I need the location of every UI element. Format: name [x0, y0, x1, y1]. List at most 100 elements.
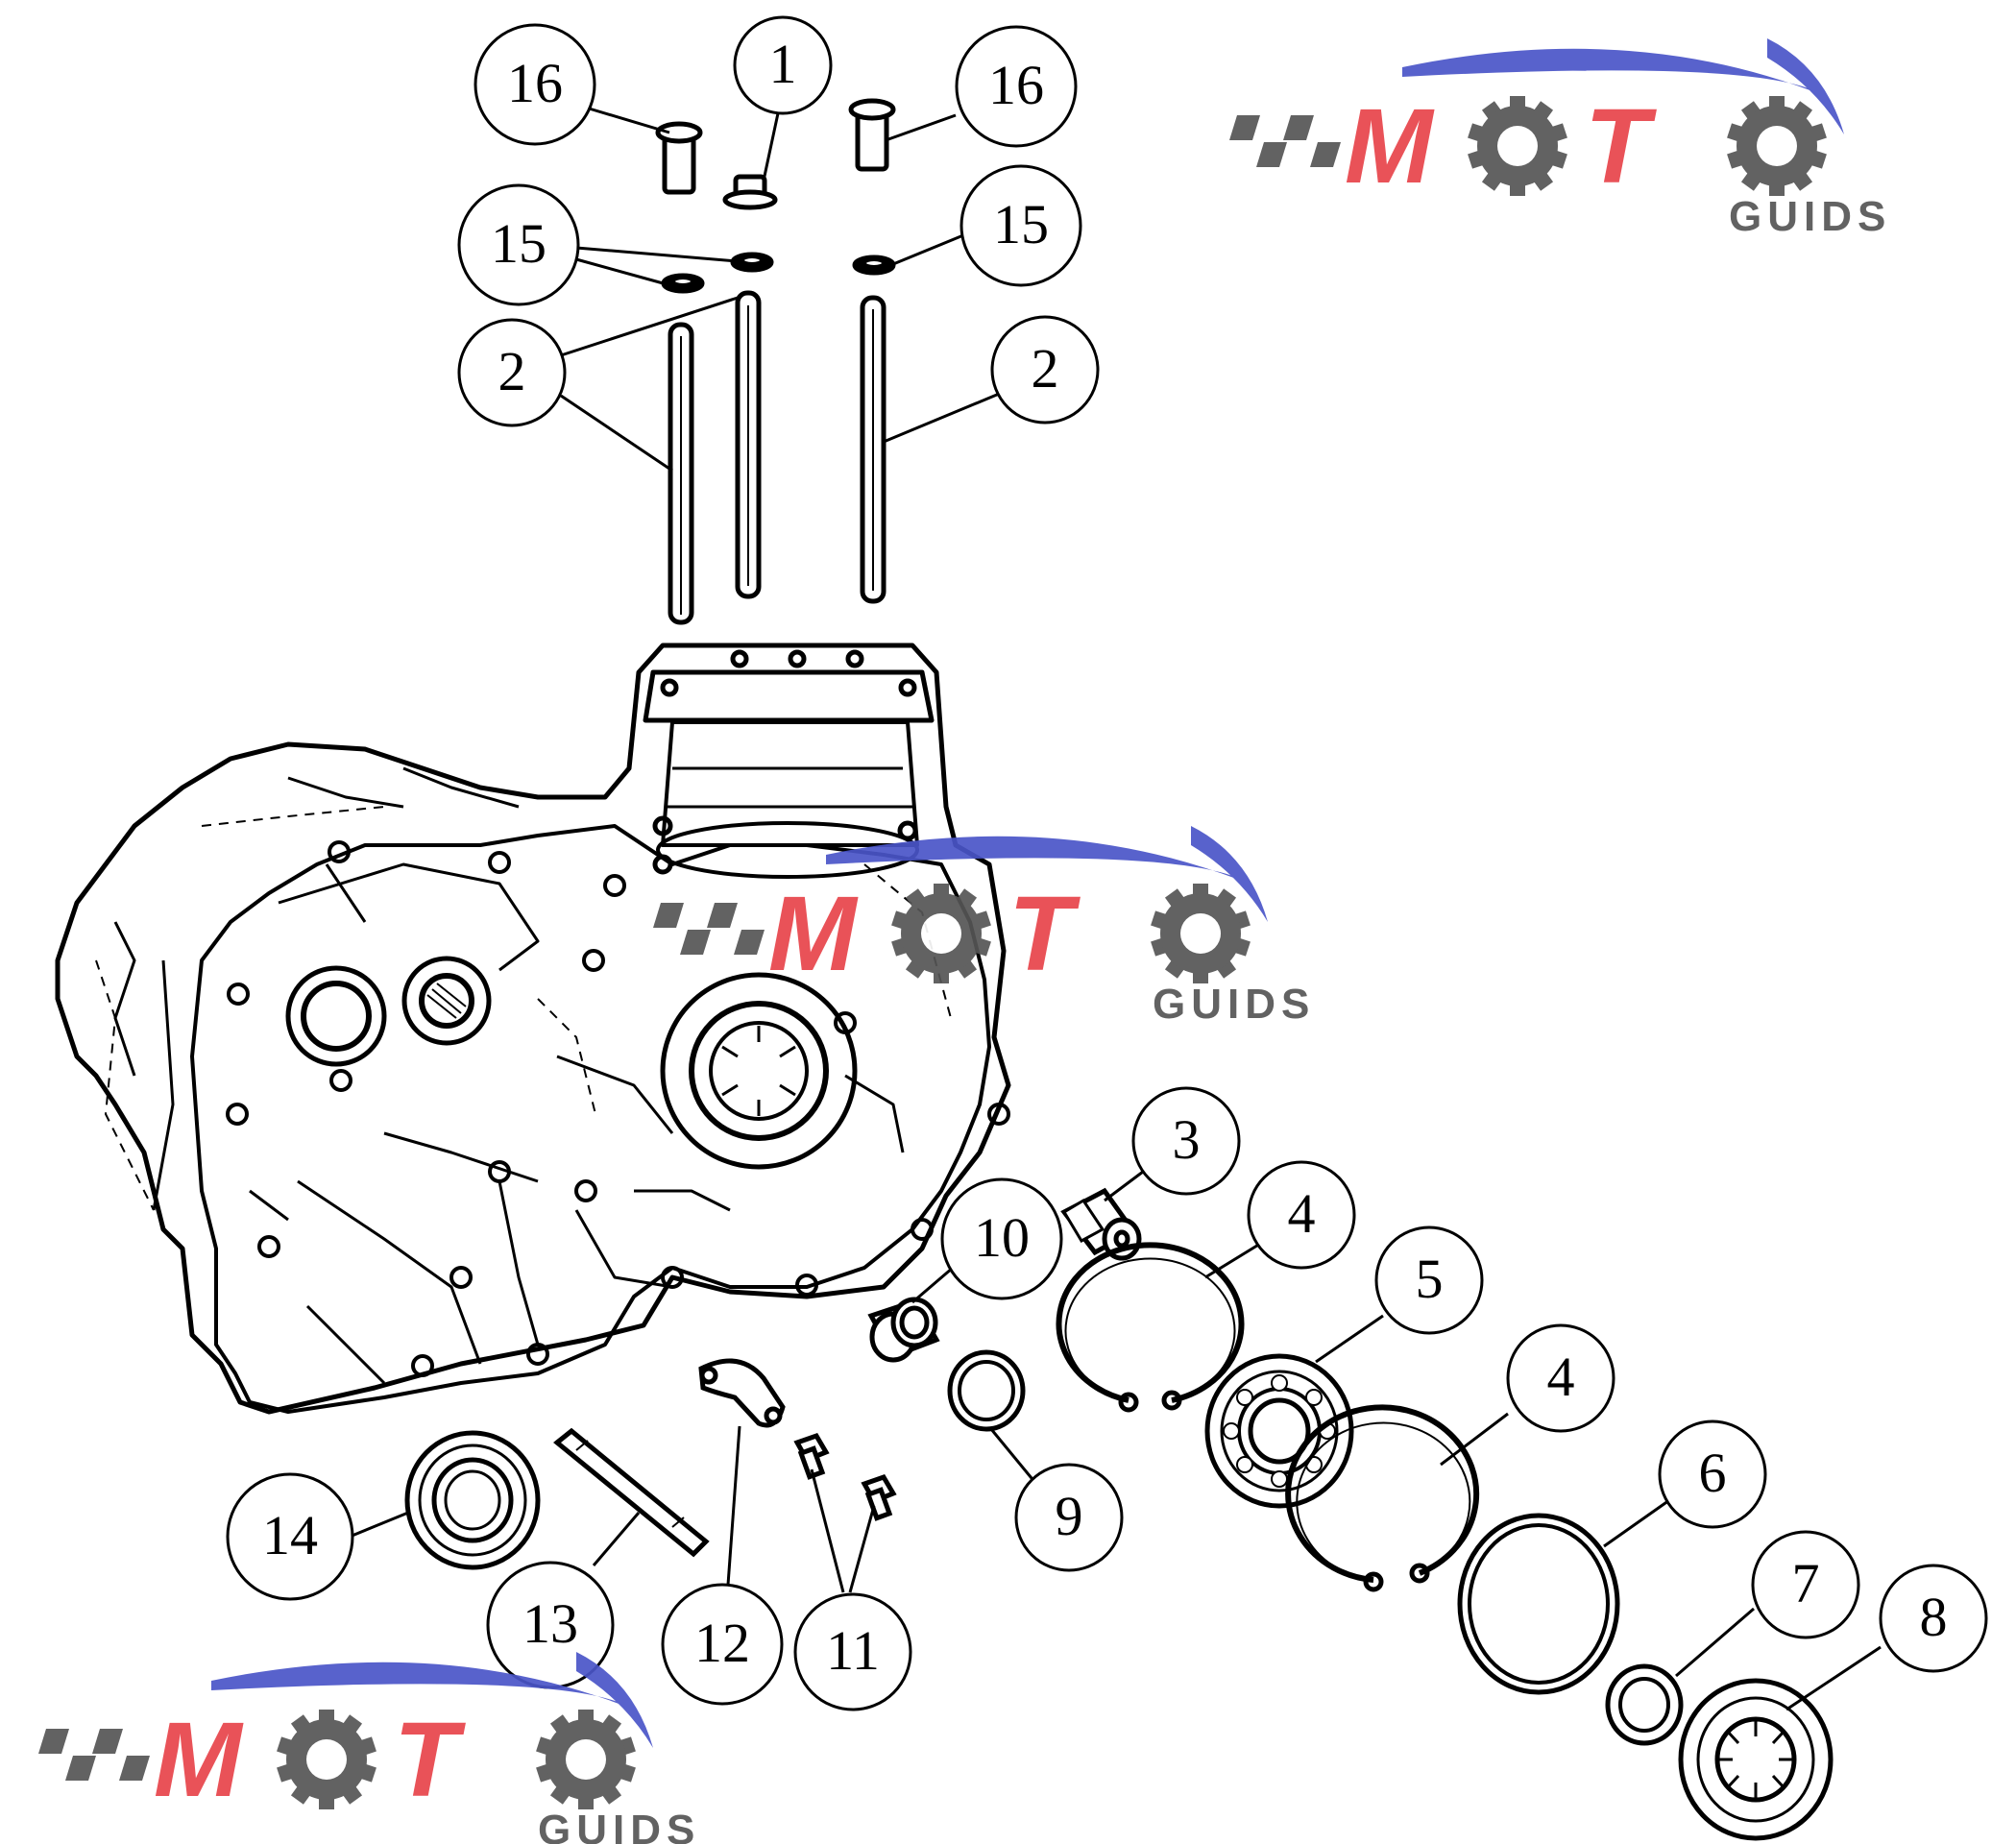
callout-16: 16 — [474, 23, 596, 146]
callout-circle — [940, 1177, 1063, 1300]
tappet-guide-right-top — [848, 98, 896, 121]
crankcase-outline — [55, 643, 1011, 1415]
callout-number: 13 — [522, 1592, 578, 1655]
crankcase-half — [55, 643, 1011, 1415]
callout-circle — [661, 1583, 784, 1706]
leader-lines — [349, 106, 1882, 1711]
svg-text:T: T — [1008, 875, 1081, 993]
right-side-parts — [867, 1187, 1834, 1841]
callout-circle — [474, 23, 596, 146]
logo-sub-text: GUIDS — [538, 1807, 700, 1844]
callout-circle — [457, 318, 567, 427]
callout-number: 1 — [769, 33, 797, 95]
callout-number: 8 — [1920, 1586, 1948, 1648]
callout-14: 14 — [226, 1472, 354, 1601]
moto-guids-logo: MOTOMTGUIDS — [1229, 38, 1891, 240]
logo-swoosh — [826, 836, 1249, 884]
callout-circle — [1374, 1225, 1484, 1335]
nut-1-flange — [722, 189, 778, 210]
callout-4: 4 — [1247, 1160, 1356, 1270]
callout-number: 16 — [988, 54, 1044, 116]
part-7-small-seal — [1605, 1663, 1684, 1746]
moto-guids-logo: MOTOMTGUIDS — [38, 1652, 700, 1844]
callout-11: 11 — [793, 1592, 912, 1711]
callout-number: 4 — [1288, 1182, 1316, 1245]
callout-number: 2 — [1032, 337, 1059, 400]
svg-text:T: T — [1585, 87, 1657, 206]
callout-number: 6 — [1699, 1442, 1727, 1504]
callout-2: 2 — [990, 315, 1100, 425]
callout-circle — [959, 164, 1082, 287]
part-3-pin — [1060, 1187, 1142, 1261]
callout-circle — [1014, 1463, 1124, 1572]
checkered-flag-icon — [1229, 115, 1341, 167]
callout-circle — [733, 15, 833, 115]
callout-number: 9 — [1056, 1485, 1083, 1547]
svg-text:M: M — [768, 875, 859, 993]
part-12-bracket — [698, 1358, 786, 1428]
callout-circle — [1751, 1530, 1860, 1639]
part-4-circlip-lower — [1285, 1404, 1480, 1592]
callout-16: 16 — [955, 25, 1078, 148]
callout-circle — [1131, 1086, 1241, 1196]
callout-circle — [1506, 1323, 1615, 1433]
push-rods — [668, 290, 887, 625]
callout-circle — [955, 25, 1078, 148]
callout-circle — [1247, 1160, 1356, 1270]
callout-1: 1 — [733, 15, 833, 115]
callout-circle — [457, 183, 580, 306]
callout-number: 14 — [262, 1504, 318, 1566]
callout-number: 10 — [974, 1206, 1030, 1269]
callout-6: 6 — [1658, 1419, 1767, 1529]
moto-guids-logo: MOTOMTGUIDS — [653, 826, 1315, 1028]
lower-left-parts — [404, 1358, 897, 1570]
svg-text:M: M — [1345, 87, 1435, 206]
svg-text:T: T — [394, 1701, 466, 1819]
callout-circle — [1658, 1419, 1767, 1529]
callout-2: 2 — [457, 318, 567, 427]
callout-number: 11 — [826, 1619, 880, 1682]
logo-swoosh — [1402, 48, 1825, 96]
part-14-bearing — [404, 1430, 541, 1570]
part-5-ball-bearing — [1204, 1353, 1354, 1509]
logo-sub-text: GUIDS — [1729, 193, 1891, 240]
checkered-flag-icon — [38, 1729, 150, 1781]
cylinder-bore-walls — [661, 720, 919, 847]
callout-3: 3 — [1131, 1086, 1241, 1196]
callout-7: 7 — [1751, 1530, 1860, 1639]
callout-15: 15 — [457, 183, 580, 306]
checkered-flag-icon — [653, 903, 765, 955]
logo-sub-text: GUIDS — [1153, 981, 1315, 1028]
watermark-logos: MOTOMTGUIDSMOTOMTGUIDSMOTOMTGUIDS — [38, 38, 1891, 1844]
callout-4: 4 — [1506, 1323, 1615, 1433]
callout-12: 12 — [661, 1583, 784, 1706]
part-13-shaft — [553, 1427, 710, 1558]
callout-number: 15 — [993, 193, 1049, 255]
callout-number: 16 — [507, 52, 563, 114]
part-11-bolts — [793, 1432, 897, 1521]
callout-number: 7 — [1792, 1552, 1820, 1614]
callout-8: 8 — [1879, 1564, 1988, 1673]
callout-9: 9 — [1014, 1463, 1124, 1572]
logo-swoosh — [211, 1662, 634, 1710]
callout-circle — [226, 1472, 354, 1601]
part-8-oil-seal — [1678, 1678, 1834, 1841]
cam-bearing-boss-right — [401, 956, 492, 1046]
callout-10: 10 — [940, 1177, 1063, 1300]
part-4-circlip-upper — [1056, 1242, 1245, 1413]
tappet-guide-left-top — [655, 121, 703, 144]
main-bearing-boss — [660, 972, 858, 1170]
callout-number: 2 — [498, 340, 526, 402]
part-10-needle-bearing — [867, 1297, 940, 1363]
callout-number: 4 — [1547, 1346, 1575, 1408]
callout-5: 5 — [1374, 1225, 1484, 1335]
callout-number: 3 — [1173, 1108, 1201, 1171]
callout-circle — [793, 1592, 912, 1711]
callout-number: 15 — [491, 212, 547, 275]
callout-circle — [1879, 1564, 1988, 1673]
cam-bearing-boss-left — [285, 965, 387, 1067]
callout-circle — [990, 315, 1100, 425]
